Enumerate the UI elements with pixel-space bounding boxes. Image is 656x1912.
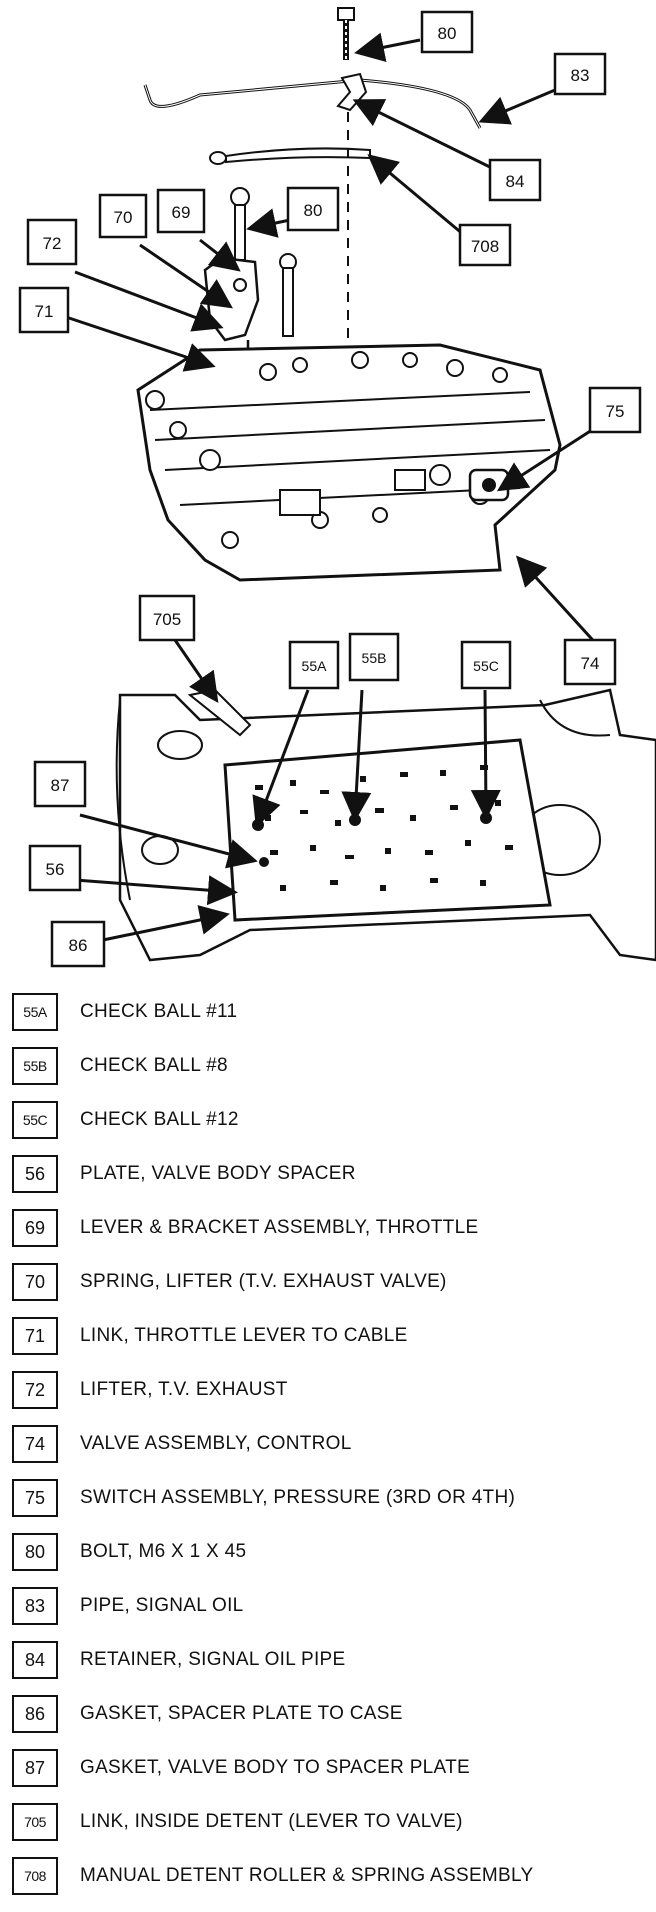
callout-80-bracket: 80 (286, 186, 340, 232)
legend-number: 70 (12, 1263, 58, 1301)
legend-row: 80 BOLT, M6 X 1 X 45 (12, 1532, 246, 1572)
callout-72: 72 (26, 218, 78, 266)
exploded-valve-body-diagram: 80 83 84 708 70 69 80 72 71 75 74 7 (18, 7, 656, 968)
legend-description: MANUAL DETENT ROLLER & SPRING ASSEMBLY (80, 1865, 534, 1886)
legend-description: PLATE, VALVE BODY SPACER (80, 1163, 356, 1184)
control-valve-assembly (136, 343, 562, 582)
svg-text:55B: 55B (362, 650, 387, 666)
legend-number: 84 (12, 1641, 58, 1679)
bolt-80-bracket (230, 187, 250, 261)
legend-number: 83 (12, 1587, 58, 1625)
legend-description: GASKET, VALVE BODY TO SPACER PLATE (80, 1757, 470, 1778)
legend-description: LINK, THROTTLE LEVER TO CABLE (80, 1325, 408, 1346)
legend-number: 708 (12, 1857, 58, 1895)
legend-row: 55B CHECK BALL #8 (12, 1046, 228, 1086)
callout-86: 86 (50, 920, 106, 968)
svg-text:55C: 55C (473, 658, 499, 674)
legend-row: 75 SWITCH ASSEMBLY, PRESSURE (3RD OR 4TH… (12, 1478, 515, 1518)
callout-83: 83 (553, 52, 607, 96)
legend-description: CHECK BALL #8 (80, 1055, 228, 1076)
svg-text:75: 75 (606, 402, 625, 421)
legend-number: 75 (12, 1479, 58, 1517)
legend-row: 86 GASKET, SPACER PLATE TO CASE (12, 1694, 403, 1734)
legend-description: LIFTER, T.V. EXHAUST (80, 1379, 288, 1400)
callout-80-top: 80 (420, 10, 474, 54)
legend-row: 56 PLATE, VALVE BODY SPACER (12, 1154, 356, 1194)
legend-row: 84 RETAINER, SIGNAL OIL PIPE (12, 1640, 345, 1680)
callout-708: 708 (458, 223, 512, 267)
callout-55b: 55B (348, 632, 400, 682)
valve-body-spacer-plate (223, 738, 552, 922)
legend-number: 86 (12, 1695, 58, 1733)
pressure-switch (468, 468, 510, 502)
svg-text:74: 74 (581, 654, 600, 673)
legend-description: CHECK BALL #11 (80, 1001, 238, 1022)
callout-69: 69 (156, 188, 206, 234)
legend-row: 70 SPRING, LIFTER (T.V. EXHAUST VALVE) (12, 1262, 447, 1302)
svg-text:708: 708 (471, 237, 499, 256)
svg-text:69: 69 (172, 203, 191, 222)
signal-oil-pipe (143, 78, 482, 129)
legend-description: SPRING, LIFTER (T.V. EXHAUST VALVE) (80, 1271, 447, 1292)
callout-70: 70 (98, 193, 148, 239)
legend-row: 708 MANUAL DETENT ROLLER & SPRING ASSEMB… (12, 1856, 533, 1896)
callout-74: 74 (563, 638, 617, 686)
signal-pipe-retainer (336, 72, 368, 112)
legend-number: 55B (12, 1047, 58, 1085)
legend-description: LINK, INSIDE DETENT (LEVER TO VALVE) (80, 1811, 463, 1832)
callout-71: 71 (18, 286, 70, 334)
callout-87: 87 (33, 760, 87, 808)
svg-text:72: 72 (43, 234, 62, 253)
callout-84: 84 (488, 158, 542, 202)
legend-description: PIPE, SIGNAL OIL (80, 1595, 244, 1616)
legend-number: 72 (12, 1371, 58, 1409)
legend-number: 69 (12, 1209, 58, 1247)
callout-55c: 55C (460, 640, 512, 690)
legend-row: 83 PIPE, SIGNAL OIL (12, 1586, 244, 1626)
legend-description: BOLT, M6 X 1 X 45 (80, 1541, 247, 1562)
legend-number: 55C (12, 1101, 58, 1139)
legend-number: 705 (12, 1803, 58, 1841)
legend-number: 87 (12, 1749, 58, 1787)
svg-text:56: 56 (46, 860, 65, 879)
legend-number: 56 (12, 1155, 58, 1193)
svg-text:55A: 55A (302, 658, 328, 674)
svg-text:86: 86 (69, 936, 88, 955)
callout-55a: 55A (288, 640, 340, 690)
legend-row: 74 VALVE ASSEMBLY, CONTROL (12, 1424, 352, 1464)
svg-text:83: 83 (571, 66, 590, 85)
svg-text:70: 70 (114, 208, 133, 227)
svg-text:80: 80 (438, 24, 457, 43)
callout-75: 75 (588, 386, 642, 434)
legend-row: 55C CHECK BALL #12 (12, 1100, 239, 1140)
legend-number: 71 (12, 1317, 58, 1355)
legend-row: 705 LINK, INSIDE DETENT (LEVER TO VALVE) (12, 1802, 463, 1842)
legend-description: LEVER & BRACKET ASSEMBLY, THROTTLE (80, 1217, 479, 1238)
legend-row: 71 LINK, THROTTLE LEVER TO CABLE (12, 1316, 408, 1356)
legend-description: VALVE ASSEMBLY, CONTROL (80, 1433, 352, 1454)
legend-number: 74 (12, 1425, 58, 1463)
legend-row: 72 LIFTER, T.V. EXHAUST (12, 1370, 288, 1410)
legend-number: 80 (12, 1533, 58, 1571)
legend-number: 55A (12, 993, 58, 1031)
legend-row: 69 LEVER & BRACKET ASSEMBLY, THROTTLE (12, 1208, 478, 1248)
legend-description: RETAINER, SIGNAL OIL PIPE (80, 1649, 346, 1670)
svg-text:87: 87 (51, 776, 70, 795)
legend-description: GASKET, SPACER PLATE TO CASE (80, 1703, 403, 1724)
leader-arrows (59, 32, 602, 942)
svg-text:80: 80 (304, 201, 323, 220)
callout-705: 705 (138, 594, 196, 642)
legend-row: 55A CHECK BALL #11 (12, 992, 237, 1032)
svg-text:705: 705 (153, 610, 181, 629)
callout-56: 56 (28, 844, 82, 892)
legend-description: SWITCH ASSEMBLY, PRESSURE (3RD OR 4TH) (80, 1487, 516, 1508)
manual-detent-roller (209, 147, 371, 165)
legend-row: 87 GASKET, VALVE BODY TO SPACER PLATE (12, 1748, 470, 1788)
throttle-bracket (203, 256, 260, 342)
bolt-80-top (337, 7, 355, 60)
standalone-bolt (279, 253, 297, 337)
svg-text:71: 71 (35, 302, 54, 321)
svg-text:84: 84 (506, 172, 525, 191)
legend-description: CHECK BALL #12 (80, 1109, 239, 1130)
